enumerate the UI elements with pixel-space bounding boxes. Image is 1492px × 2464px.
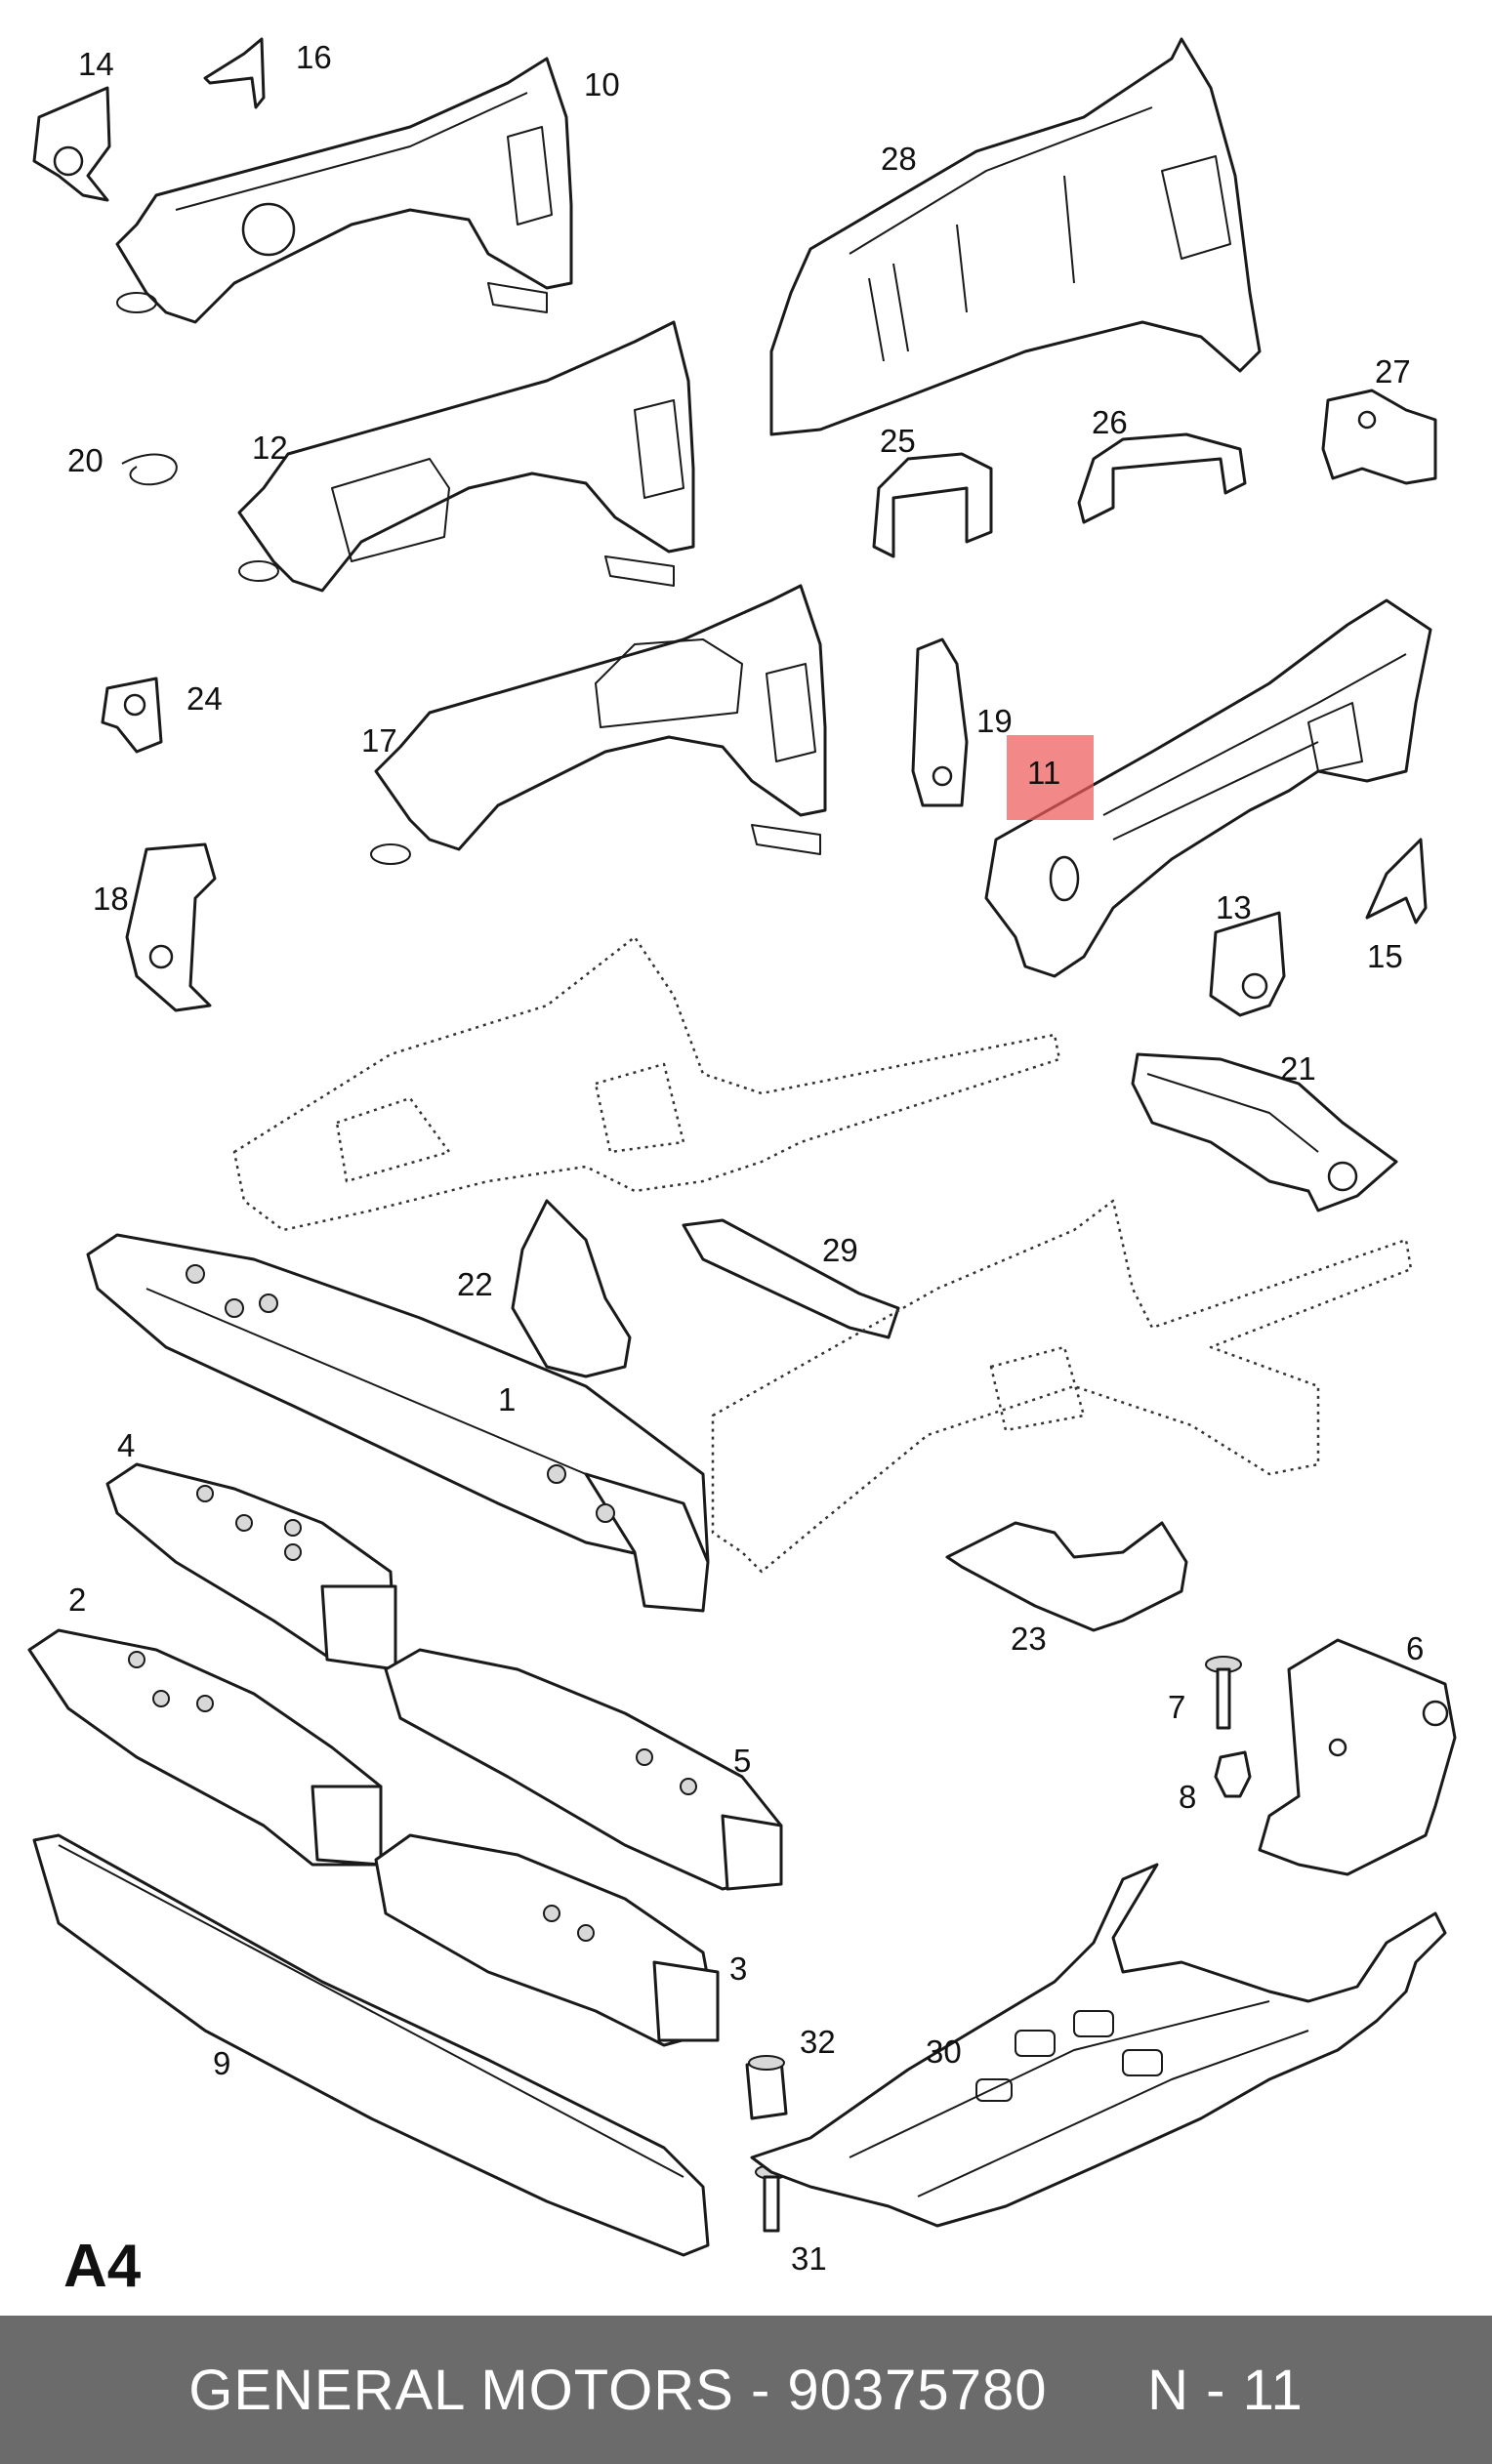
callout-25: 25 xyxy=(880,423,916,459)
part-18[interactable] xyxy=(125,842,217,1012)
part-24[interactable] xyxy=(101,677,163,754)
footer-bar: GENERAL MOTORS - 90375780 N - 11 xyxy=(0,2316,1492,2464)
callout-20: 20 xyxy=(67,442,104,478)
part-14[interactable] xyxy=(32,86,111,202)
part-30[interactable] xyxy=(750,1863,1447,2228)
callout-11: 11 xyxy=(1027,755,1060,791)
callout-18: 18 xyxy=(93,881,129,917)
part-7[interactable] xyxy=(1205,1656,1242,1730)
callout-12: 12 xyxy=(252,430,288,466)
callout-24: 24 xyxy=(186,680,223,717)
callout-16: 16 xyxy=(296,39,332,75)
part-caption: GENERAL MOTORS - 90375780 N - 11 xyxy=(188,2358,1304,2423)
part-4[interactable] xyxy=(105,1462,397,1671)
part-5[interactable] xyxy=(384,1648,783,1891)
callout-3: 3 xyxy=(729,1951,747,1987)
callout-31: 31 xyxy=(791,2240,827,2277)
part-23[interactable] xyxy=(945,1521,1188,1632)
callout-30: 30 xyxy=(926,2033,962,2070)
callout-5: 5 xyxy=(733,1743,751,1779)
callout-15: 15 xyxy=(1367,938,1403,974)
part-6[interactable] xyxy=(1258,1638,1457,1876)
callout-29: 29 xyxy=(822,1232,858,1268)
part-25[interactable] xyxy=(872,452,993,558)
part-13[interactable] xyxy=(1209,911,1286,1017)
callout-10: 10 xyxy=(584,66,620,103)
callout-17: 17 xyxy=(361,722,397,759)
callout-28: 28 xyxy=(881,141,917,177)
part-15[interactable] xyxy=(1365,838,1428,924)
callout-2: 2 xyxy=(68,1581,86,1618)
part-11[interactable] xyxy=(984,598,1432,978)
part-29[interactable] xyxy=(682,1218,900,1339)
part-12[interactable] xyxy=(237,320,695,593)
callout-4: 4 xyxy=(117,1427,135,1463)
callout-1: 1 xyxy=(498,1381,516,1417)
part-9[interactable] xyxy=(32,1833,710,2257)
part-number: 90375780 xyxy=(787,2358,1048,2422)
callout-7: 7 xyxy=(1168,1689,1185,1725)
part-17[interactable] xyxy=(370,584,827,865)
part-1[interactable] xyxy=(86,1233,710,1613)
callout-13: 13 xyxy=(1216,889,1252,925)
callout-21: 21 xyxy=(1280,1050,1316,1087)
part-27[interactable] xyxy=(1321,389,1437,485)
part-2[interactable] xyxy=(27,1628,383,1867)
section-code: A4 xyxy=(63,2233,142,2300)
part-32[interactable] xyxy=(745,2055,788,2120)
part-19[interactable] xyxy=(911,637,969,807)
part-21[interactable] xyxy=(1131,1052,1398,1212)
exploded-view-drawing: 14 16 10 28 27 20 12 25 26 24 19 17 11 1… xyxy=(27,37,1457,2300)
callout-27: 27 xyxy=(1375,353,1411,390)
callout-8: 8 xyxy=(1179,1779,1196,1815)
part-10[interactable] xyxy=(115,57,573,324)
part-3[interactable] xyxy=(374,1833,720,2047)
callout-9: 9 xyxy=(213,2045,230,2081)
part-26[interactable] xyxy=(1077,432,1247,524)
part-8[interactable] xyxy=(1214,1750,1252,1798)
part-20[interactable] xyxy=(121,453,178,486)
part-28[interactable] xyxy=(769,37,1262,436)
diagram-position: N - 11 xyxy=(1147,2358,1304,2422)
callout-23: 23 xyxy=(1011,1621,1047,1657)
brand-name: GENERAL MOTORS xyxy=(188,2358,734,2422)
callout-22: 22 xyxy=(457,1266,493,1302)
parts-diagram: 14 16 10 28 27 20 12 25 26 24 19 17 11 1… xyxy=(27,37,1457,2300)
callout-6: 6 xyxy=(1406,1630,1424,1666)
assembly-reference-upper xyxy=(232,935,1061,1232)
highlight-marker xyxy=(1007,735,1094,820)
part-16[interactable] xyxy=(203,37,266,109)
callout-26: 26 xyxy=(1092,404,1128,440)
assembly-reference-lower xyxy=(711,1199,1413,1574)
caption-gap xyxy=(1047,2359,1147,2422)
callout-19: 19 xyxy=(976,703,1013,739)
part-22[interactable] xyxy=(511,1199,632,1378)
callout-32: 32 xyxy=(800,2024,836,2060)
caption-separator: - xyxy=(733,2358,788,2422)
callout-14: 14 xyxy=(78,46,114,82)
